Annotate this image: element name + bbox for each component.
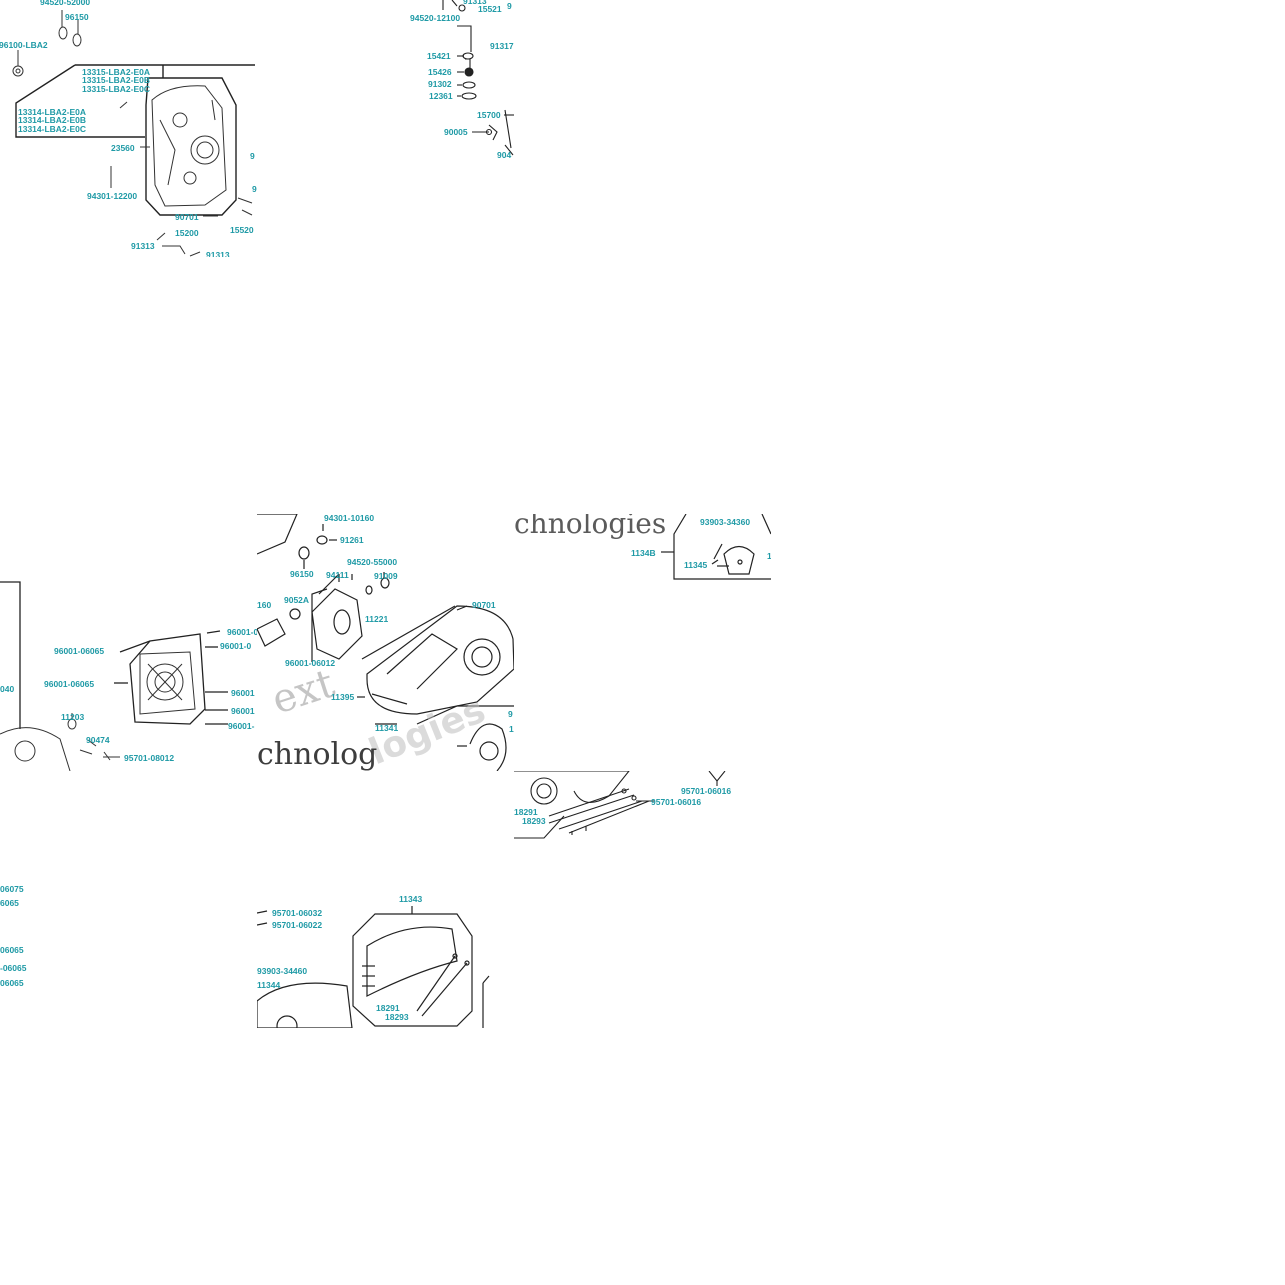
part-label: 11343 — [399, 894, 423, 904]
part-label: 9 — [252, 184, 257, 194]
part-label: 904 — [497, 150, 512, 160]
part-label: 96001- — [228, 721, 255, 731]
part-label: 96001-0 — [227, 627, 257, 637]
part-label: 94301-10160 — [324, 514, 375, 523]
part-label: 15521 — [478, 4, 502, 14]
part-label: 95701-08012 — [124, 753, 175, 763]
part-label: 94520-55000 — [347, 557, 398, 567]
crankcase-right-drawing — [0, 581, 228, 771]
part-label: 13315-LBA2-E0B — [82, 75, 151, 85]
diagram-tile-bolt-list: 06075 6065 06065 -06065 06065 — [0, 771, 257, 1028]
diagram-tile-inner-cover: 95701-06032 95701-06022 93903-34460 1134… — [257, 771, 514, 1028]
part-label: 91317 — [490, 41, 514, 51]
inner-cover-drawing — [257, 906, 490, 1028]
part-label: 96100-LBA2 — [0, 40, 48, 50]
part-label: 6065 — [0, 898, 19, 908]
part-label: 040 — [0, 684, 15, 694]
part-label: 160 — [257, 600, 272, 610]
part-label: 13315-LBA2-E0C — [82, 84, 151, 94]
part-label: 06065 — [0, 945, 24, 955]
diagram-tile-screws: 95701-06016 95701-06016 18291 18293 — [514, 771, 771, 1028]
part-label: 11395 — [331, 692, 355, 702]
screws-drawing — [514, 771, 726, 839]
part-label: 23560 — [111, 143, 135, 153]
part-label: 15200 — [175, 228, 199, 238]
diagram-tile-cover-seal: chnologies 93903-34360 1134B 11345 1 — [514, 514, 771, 771]
part-label: 13314-LBA2-E0B — [18, 115, 87, 125]
oil-strainer-drawing — [442, 0, 514, 156]
part-label: 96001 — [231, 688, 255, 698]
part-label: 12361 — [429, 91, 453, 101]
part-label: 11341 — [375, 723, 399, 733]
diagram-tile-oil-strainer: 91313 15521 9 94520-12100 91317 15421 15… — [257, 0, 514, 257]
part-label: 13314-LBA2-E0C — [18, 124, 87, 134]
part-label: 90701 — [175, 212, 199, 222]
part-label: 91313 — [206, 250, 230, 257]
part-label: 15421 — [427, 51, 451, 61]
part-label: 96150 — [290, 569, 314, 579]
part-label: 1134B — [631, 548, 656, 558]
watermark-text: chnologies — [514, 514, 667, 540]
crankcase-left-drawing — [12, 10, 255, 257]
part-label: 95701-06016 — [651, 797, 702, 807]
part-label: 18293 — [522, 816, 546, 826]
part-label: 11203 — [61, 712, 85, 722]
part-label: 15426 — [428, 67, 452, 77]
part-label: 11221 — [365, 614, 389, 624]
part-label: 91313 — [131, 241, 155, 251]
watermark-text: chnolog — [257, 737, 378, 771]
part-label: 94520-52000 — [40, 0, 91, 7]
diagram-tile-left-cover: ext logies chnolog 94301-10160 91261 961… — [257, 514, 514, 771]
part-label: 94301-12200 — [87, 191, 138, 201]
part-label: 91313 — [463, 0, 487, 6]
diagram-tile-crankcase-right: 96001-0 96001-0 96001-06065 96001-06065 … — [0, 514, 257, 771]
part-label: 96150 — [65, 12, 89, 22]
part-label: 90005 — [444, 127, 468, 137]
part-label: 91261 — [340, 535, 364, 545]
part-label: 06065 — [0, 978, 24, 988]
part-label: 9 — [507, 1, 512, 11]
part-label: 96001 — [231, 706, 255, 716]
part-label: 18291 — [376, 1003, 400, 1013]
part-label: 95701-06032 — [272, 908, 323, 918]
part-label: 94520-12100 — [410, 13, 461, 23]
part-label: 9 — [508, 709, 513, 719]
part-label: 13315-LBA2-E0A — [82, 67, 151, 77]
part-label: 95701-06016 — [681, 786, 732, 796]
cover-seal-drawing — [661, 514, 771, 580]
part-label: 18291 — [514, 807, 538, 817]
part-label: 1 — [767, 551, 771, 561]
part-label: 90701 — [472, 600, 496, 610]
part-label: 96001-06065 — [54, 646, 105, 656]
part-label: 13314-LBA2-E0A — [18, 107, 87, 117]
part-label: 94111 — [326, 570, 349, 580]
part-label: 11344 — [257, 980, 281, 990]
part-label: 15700 — [477, 110, 501, 120]
part-label: 96001-06012 — [285, 658, 336, 668]
part-label: 96001-0 — [220, 641, 252, 651]
part-label: 93903-34360 — [700, 517, 751, 527]
part-label: 18293 — [385, 1012, 409, 1022]
left-cover-drawing — [257, 514, 514, 771]
part-label: 1 — [509, 724, 514, 734]
part-label: 9 — [250, 151, 255, 161]
part-label: 96001-06065 — [44, 679, 95, 689]
part-label: 95701-06022 — [272, 920, 323, 930]
diagram-tile-crankcase-left: 94520-52000 96150 96100-LBA2 13315-LBA2-… — [0, 0, 257, 257]
part-label: -06065 — [0, 963, 27, 973]
part-label: 11345 — [684, 560, 708, 570]
part-label: 91302 — [428, 79, 452, 89]
part-label: 06075 — [0, 884, 24, 894]
part-label: 90474 — [86, 735, 110, 745]
part-label: 93903-34460 — [257, 966, 308, 976]
part-label: 15520 — [230, 225, 254, 235]
part-label: 91009 — [374, 571, 398, 581]
part-label: 9052A — [284, 595, 310, 605]
